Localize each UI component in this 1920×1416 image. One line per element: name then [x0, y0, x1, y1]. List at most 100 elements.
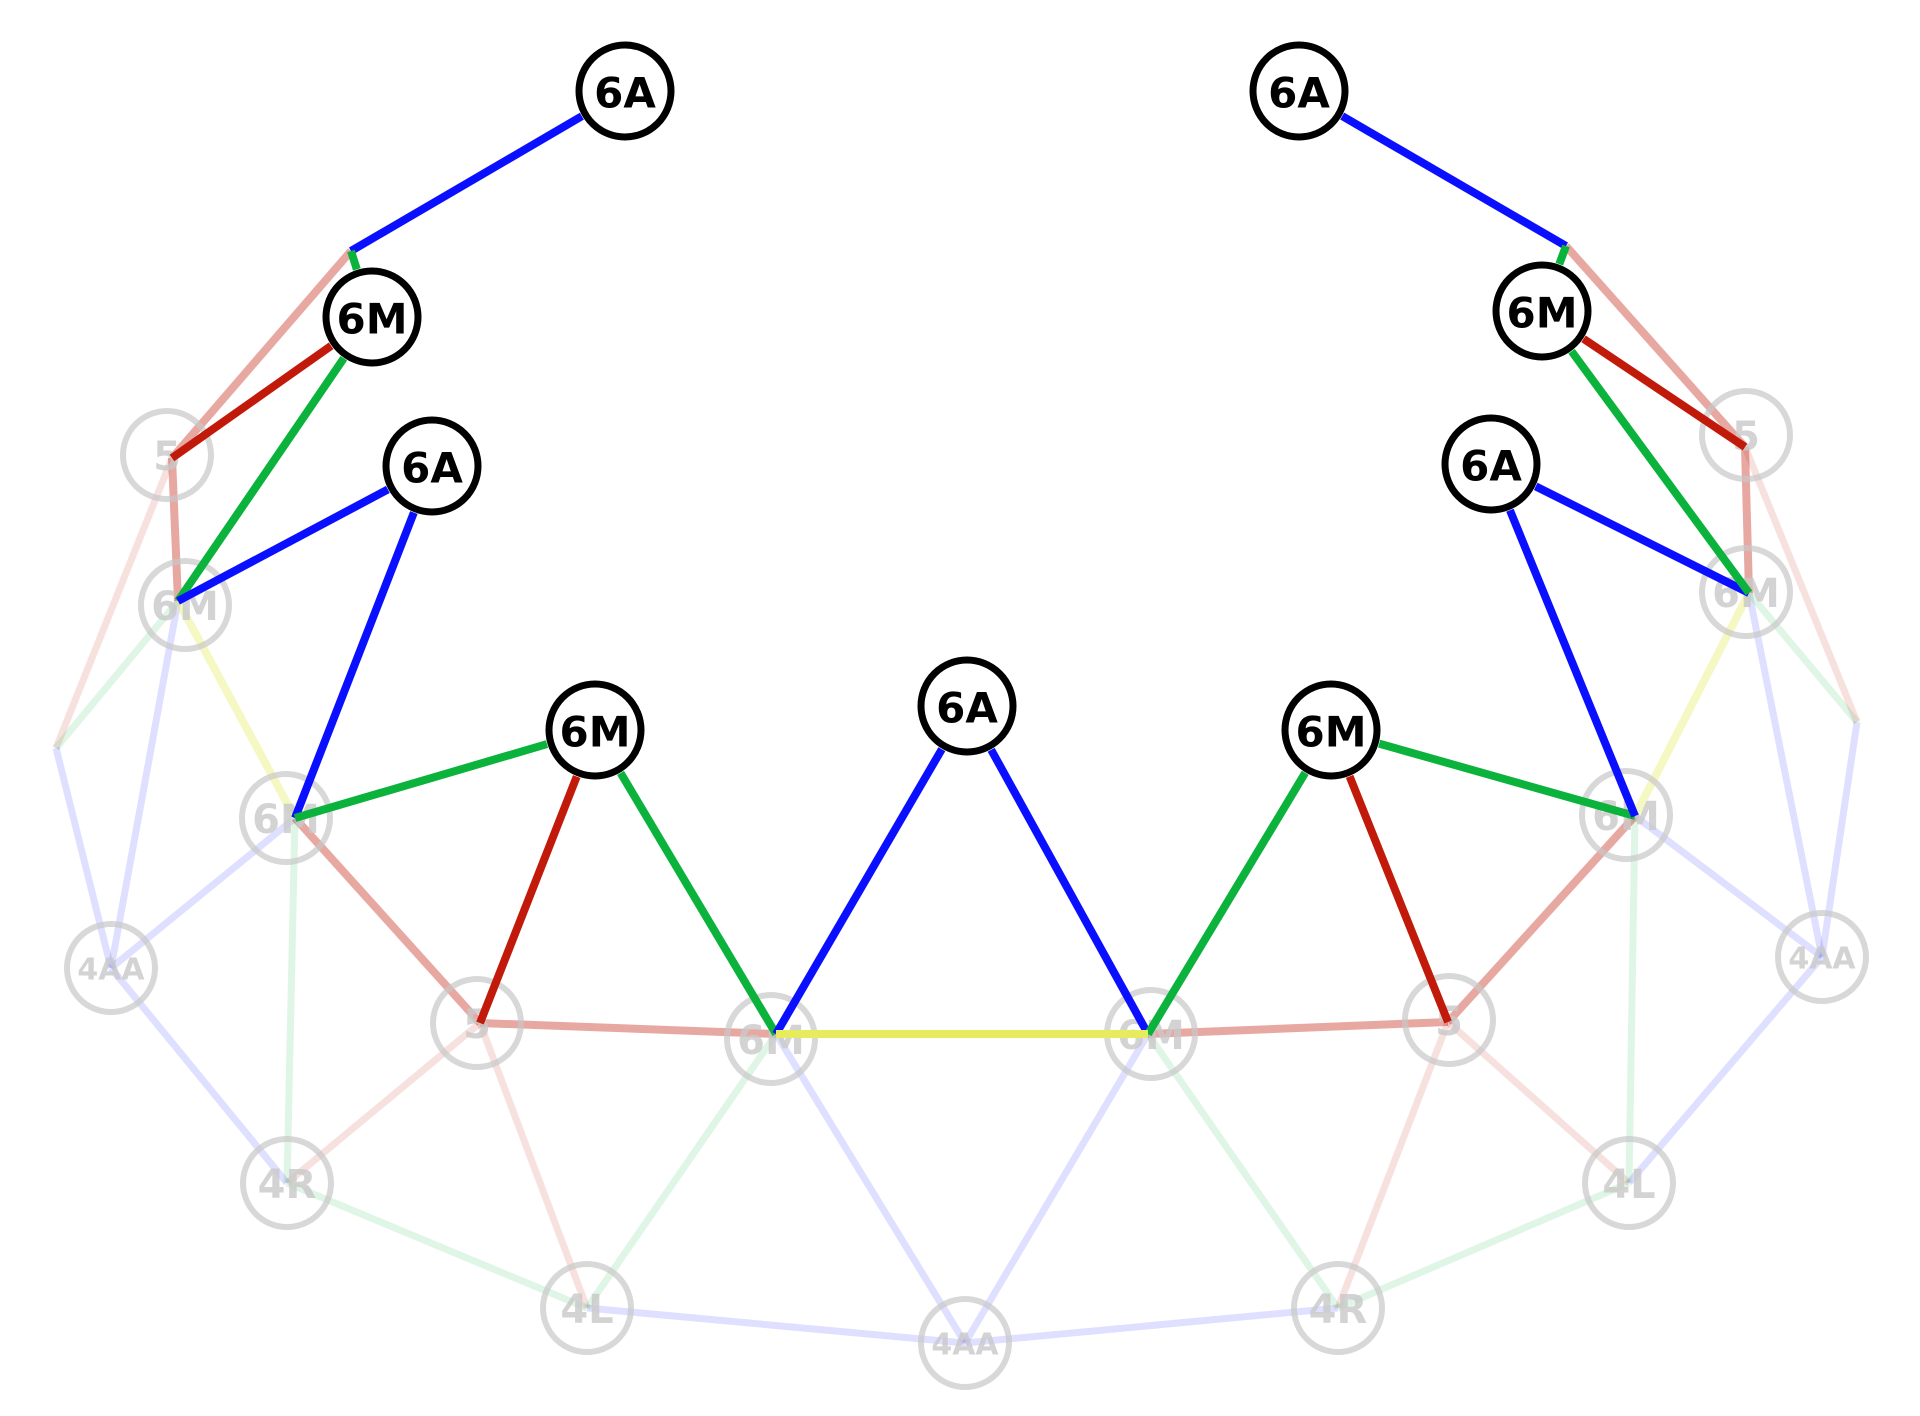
- node-circle: [1441, 414, 1541, 514]
- node-circle: [382, 416, 482, 516]
- strut-edge-green-active: [1568, 348, 1753, 596]
- faded-edges-layer: [168, 243, 1753, 1038]
- strut-edge-red-faded: [1741, 446, 1753, 594]
- strut-edge-red-faded: [1147, 1018, 1449, 1038]
- node-6m: 6M: [545, 680, 645, 780]
- strut-edge-red-faint: [1741, 445, 1861, 724]
- node-circle: [322, 267, 422, 367]
- node-label: 6A: [1460, 442, 1522, 491]
- node-label: 6M: [252, 797, 320, 843]
- node-circle: [575, 41, 675, 141]
- node-circle: [1582, 1136, 1676, 1230]
- strut-edge-green-active: [293, 740, 549, 822]
- strut-edge-blue-active: [291, 511, 418, 820]
- node-circle: [540, 1261, 634, 1355]
- strut-edge-green-faint: [53, 598, 181, 751]
- strut-edge-green-active: [1555, 244, 1570, 266]
- active-edges-layer: [169, 112, 1753, 1038]
- node-6m: 6M: [1281, 680, 1381, 780]
- node-6m-faded: 6M: [138, 558, 232, 652]
- strut-edge-blue-faint: [964, 1304, 1339, 1347]
- strut-edge-red-active: [476, 775, 581, 1025]
- strut-edge-blue-faint: [107, 600, 182, 969]
- node-5-faded: 5: [120, 408, 214, 502]
- node-circle: [1492, 261, 1592, 361]
- node-5-faded: 5: [430, 976, 524, 1070]
- node-6a: 6A: [1249, 41, 1349, 141]
- strut-edge-green-active: [1144, 770, 1309, 1037]
- node-label: 6A: [401, 444, 463, 493]
- node-6a: 6A: [1441, 414, 1541, 514]
- node-circle: [64, 921, 158, 1015]
- node-circle: [917, 656, 1017, 756]
- node-circle: [120, 408, 214, 502]
- node-4aa-faded: 4AA: [918, 1296, 1012, 1390]
- strut-edge-green-faint: [285, 1179, 589, 1312]
- strut-edge-blue-faint: [1632, 813, 1825, 960]
- node-circle: [1775, 910, 1869, 1004]
- node-label: 6A: [1268, 69, 1330, 118]
- strut-edge-green-active: [347, 249, 361, 271]
- strut-edge-green-faint: [1145, 1032, 1341, 1310]
- node-4aa-faded: 4AA: [1775, 910, 1869, 1004]
- node-label: 6M: [1295, 708, 1366, 757]
- strut-edge-red-active: [1581, 335, 1748, 451]
- strut-edge-red-faded: [1563, 243, 1748, 450]
- strut-edge-yellow-faded: [174, 599, 299, 820]
- node-circle: [918, 1296, 1012, 1390]
- node-label: 4AA: [931, 1328, 999, 1363]
- node-6a: 6A: [575, 41, 675, 141]
- node-label: 6A: [936, 684, 998, 733]
- strut-edge-red-faded: [1445, 813, 1638, 1025]
- node-6a: 6A: [382, 416, 482, 516]
- strut-edge-green-active: [617, 770, 780, 1037]
- strut-edge-blue-faint: [1745, 592, 1826, 958]
- node-4l-faded: 4L: [1582, 1136, 1676, 1230]
- strut-edge-green-active: [1378, 739, 1637, 820]
- node-circle: [1579, 768, 1673, 862]
- node-label: 6A: [594, 69, 656, 118]
- node-circle: [138, 558, 232, 652]
- strut-edge-blue-faint: [1626, 954, 1825, 1186]
- node-label: 6M: [336, 295, 407, 344]
- strut-edge-green-active: [174, 356, 348, 604]
- node-6m-faded: 6M: [724, 992, 818, 1086]
- node-label: 4R: [1309, 1287, 1368, 1333]
- node-circle: [1281, 680, 1381, 780]
- strut-edge-blue-faint: [961, 1032, 1152, 1345]
- node-4aa-faded: 4AA: [64, 921, 158, 1015]
- strut-edge-red-faint: [284, 1020, 483, 1186]
- strut-edge-blue-faint: [108, 815, 298, 971]
- strut-edge-green-faint: [1746, 590, 1860, 725]
- node-6m: 6M: [1492, 261, 1592, 361]
- strut-edge-blue-active: [348, 112, 584, 255]
- node-circle: [240, 1136, 334, 1230]
- strut-edge-blue-active: [1533, 482, 1751, 597]
- node-label: 4L: [1602, 1162, 1655, 1208]
- strut-edge-red-faint: [1334, 1020, 1452, 1310]
- strut-edge-blue-active: [176, 485, 390, 605]
- node-6a: 6A: [917, 656, 1017, 756]
- strut-edge-blue-active: [1506, 508, 1639, 818]
- node-circle: [1249, 41, 1349, 141]
- strut-edge-blue-active: [772, 747, 946, 1037]
- strut-edge-blue-active: [987, 747, 1152, 1036]
- node-6m-faded: 6M: [239, 771, 333, 865]
- node-label: 6M: [559, 708, 630, 757]
- node-4r-faded: 4R: [240, 1136, 334, 1230]
- strut-edge-red-faint: [52, 456, 176, 750]
- node-circle: [430, 976, 524, 1070]
- node-4r-faded: 4R: [1291, 1261, 1385, 1355]
- node-circle: [1402, 973, 1496, 1067]
- faded-nodes-layer: 556M6M6M6M4AA4AA556M6M4R4L4L4R4AA: [64, 388, 1869, 1390]
- node-4l-faded: 4L: [540, 1261, 634, 1355]
- strut-edge-red-faded: [168, 457, 182, 602]
- node-circle: [1699, 388, 1793, 482]
- strut-edge-blue-active: [1340, 112, 1569, 250]
- strut-edge-red-faint: [1445, 1019, 1632, 1186]
- strut-edge-blue-faint: [586, 1304, 966, 1347]
- node-6m: 6M: [322, 267, 422, 367]
- strut-edge-red-faded: [292, 815, 483, 1026]
- node-circle: [1699, 545, 1793, 639]
- strut-edge-green-faint: [283, 817, 299, 1184]
